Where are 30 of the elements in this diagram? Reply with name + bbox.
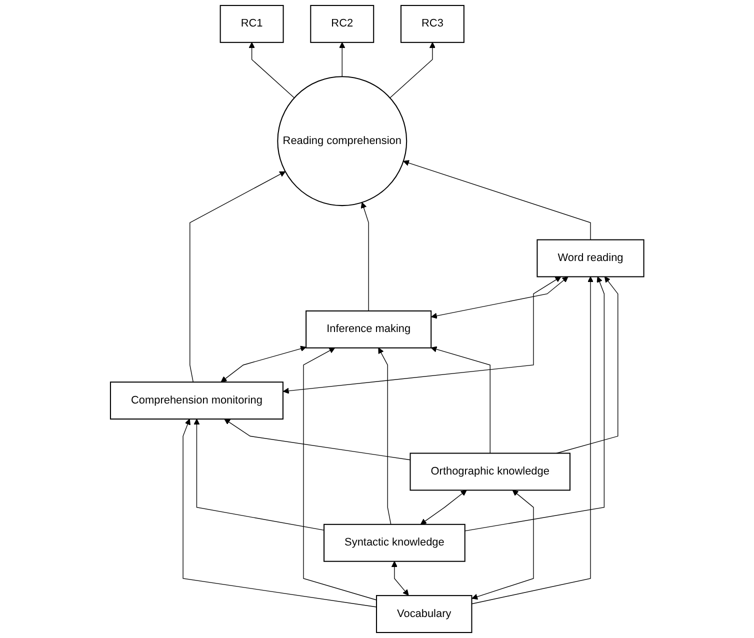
arrow xyxy=(182,418,377,608)
arrow xyxy=(282,276,562,394)
arrow xyxy=(390,42,436,98)
node-box: RC2 xyxy=(310,4,374,43)
node-box: Syntactic knowledge xyxy=(323,524,466,562)
arrow xyxy=(472,490,534,600)
arrow xyxy=(303,348,377,600)
node-box: Vocabulary xyxy=(376,595,472,634)
arrow xyxy=(464,276,604,532)
arrow xyxy=(402,160,591,240)
arrow xyxy=(378,348,392,525)
arrow xyxy=(430,276,568,319)
arrow xyxy=(471,276,594,604)
node-box: Word reading xyxy=(536,239,644,278)
arrow xyxy=(420,490,467,525)
arrow xyxy=(338,42,345,77)
arrow xyxy=(224,418,410,460)
arrow xyxy=(194,418,324,531)
arrow xyxy=(189,171,286,382)
node-box: Inference making xyxy=(305,310,432,348)
node-box: Orthographic knowledge xyxy=(410,452,570,491)
node-circle: Reading comprehension xyxy=(277,76,407,206)
node-box: RC3 xyxy=(400,4,464,43)
arrow xyxy=(360,202,369,312)
node-box: Comprehension monitoring xyxy=(110,382,284,420)
arrow xyxy=(430,346,490,454)
arrow xyxy=(248,42,294,98)
arrow xyxy=(391,561,409,596)
arrow xyxy=(220,346,306,382)
node-box: RC1 xyxy=(220,4,284,43)
